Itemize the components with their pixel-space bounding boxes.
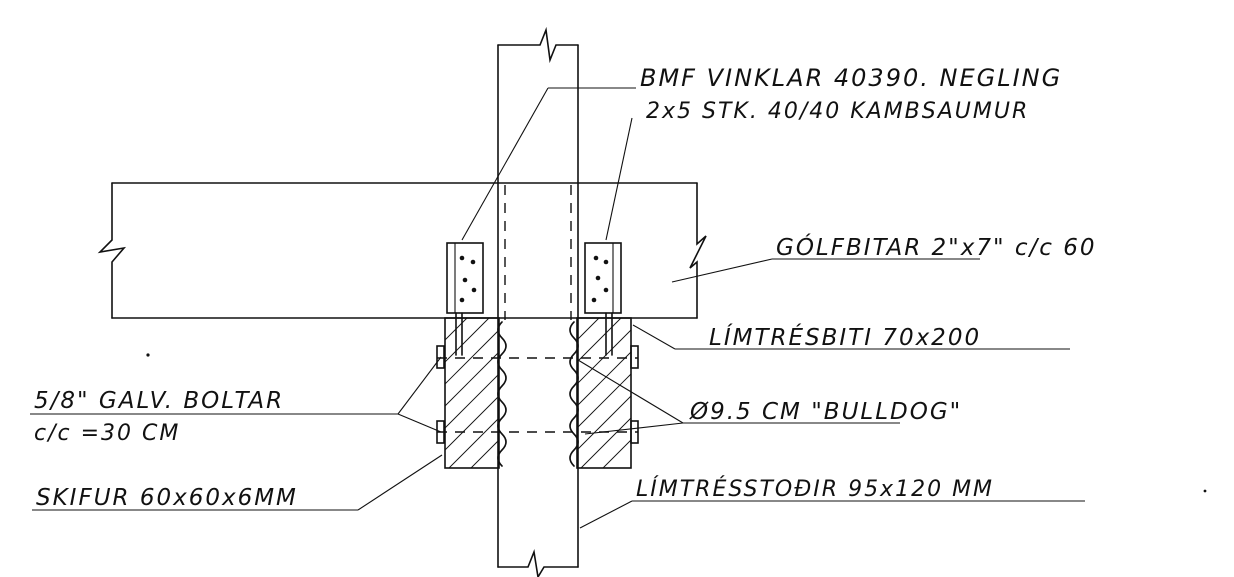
- leader-lines: [30, 87, 1085, 529]
- column: [497, 26, 579, 577]
- scan-speck: [146, 353, 150, 357]
- floor-joist: [97, 182, 707, 319]
- angle-bracket-right: [584, 242, 622, 314]
- column-break-top: [497, 26, 579, 64]
- bulldog-connector-right: [569, 321, 579, 467]
- label-angle-brackets-line1: BMF VINKLAR 40390. NEGLING: [640, 64, 1062, 92]
- label-bulldog: Ø9.5 CM "BULLDOG": [689, 399, 962, 425]
- label-washer: SKIFUR 60x60x6MM: [36, 485, 298, 511]
- bulldog-connector-left: [497, 321, 507, 467]
- scan-speck: [1203, 489, 1207, 493]
- beam-section-right: [576, 317, 632, 469]
- label-glulam-beam: LÍMTRÉSBITI 70x200: [709, 323, 981, 351]
- label-bolts-line1: 5/8" GALV. BOLTAR: [34, 388, 284, 414]
- label-glulam-columns: LÍMTRÉSSTOÐIR 95x120 MM: [636, 476, 994, 502]
- angle-bracket-left: [446, 242, 484, 314]
- beam-section-left: [444, 317, 500, 469]
- label-angle-brackets-line2: 2x5 STK. 40/40 KAMBSAUMUR: [646, 99, 1029, 124]
- column-break-bottom: [497, 549, 579, 577]
- label-floor-joists: GÓLFBITAR 2"x7" c/c 60: [776, 233, 1096, 261]
- bracket-legs: [455, 312, 613, 356]
- label-bolts-line2: c/c =30 CM: [34, 421, 180, 446]
